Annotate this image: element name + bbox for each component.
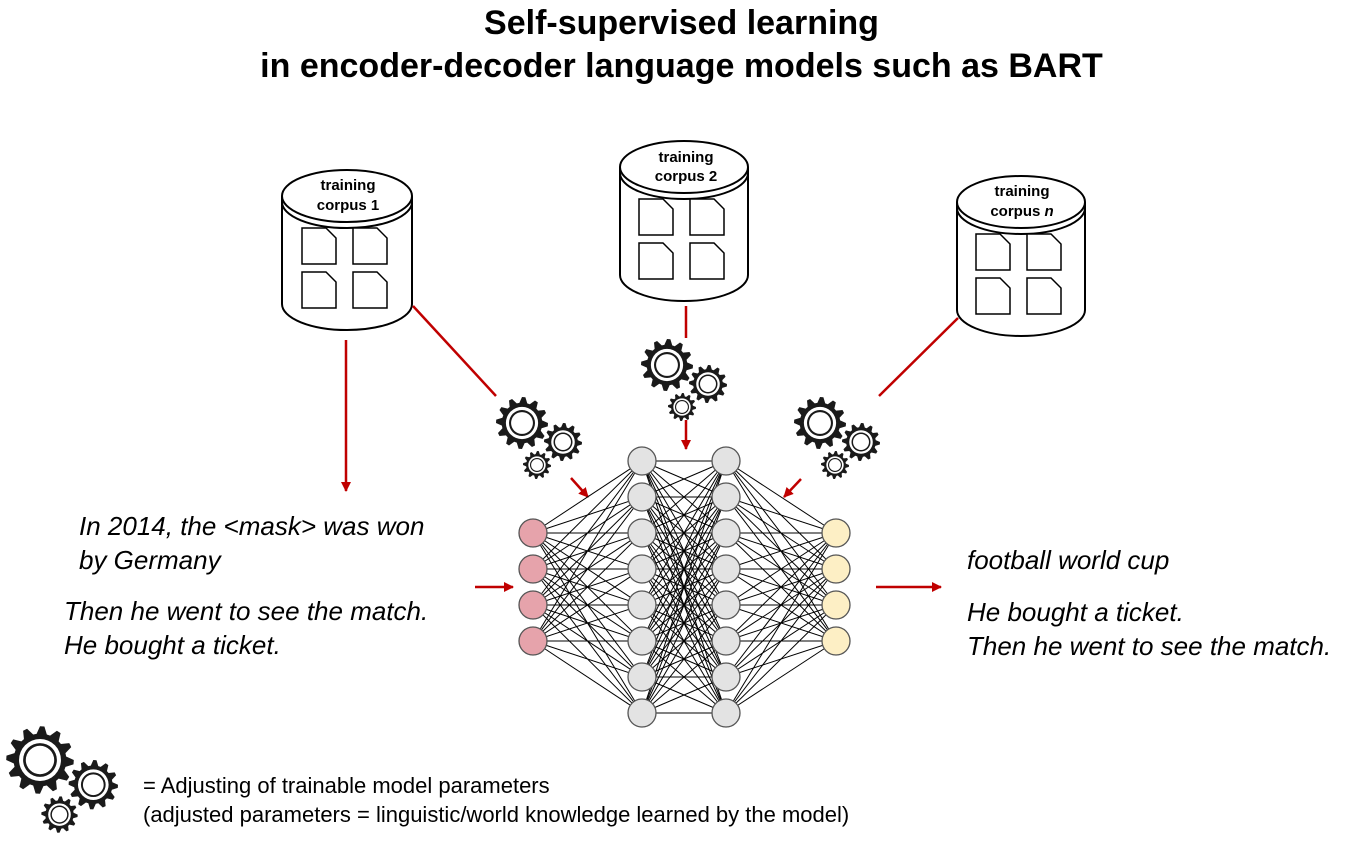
hidden-node (627, 590, 657, 620)
hidden-node (627, 554, 657, 584)
corpus-2-label-line2: corpus 2 (655, 168, 718, 185)
output-node (821, 626, 851, 656)
diagram-title-line2: in encoder-decoder language models such … (260, 47, 1103, 85)
output-node (821, 518, 851, 548)
hidden-node (627, 662, 657, 692)
document-icon (352, 271, 388, 309)
hidden-node (711, 446, 741, 476)
hidden-node (627, 446, 657, 476)
document-icon (975, 233, 1011, 271)
input-node (518, 590, 548, 620)
legend-line1: = Adjusting of trainable model parameter… (143, 773, 550, 798)
hidden-node (711, 554, 741, 584)
document-icon (301, 271, 337, 309)
legend-gears-icon (6, 726, 118, 833)
document-icon (975, 277, 1011, 315)
corpus-1-label-line1: training (321, 177, 376, 194)
hidden-node (711, 626, 741, 656)
training-corpus-1-database-icon (281, 169, 413, 331)
neural-network-nodes (518, 446, 851, 728)
input-example-1-line2: by Germany (79, 545, 221, 575)
diagram-title-line1: Self-supervised learning (484, 4, 879, 42)
training-corpus-n-database-icon (956, 175, 1086, 337)
document-icon (352, 227, 388, 265)
corpus-n-label-line2: corpus n (990, 203, 1053, 220)
document-icon (1026, 233, 1062, 271)
document-icon (301, 227, 337, 265)
input-node (518, 626, 548, 656)
hidden-node (627, 482, 657, 512)
hidden-node (627, 518, 657, 548)
gears-icon (794, 397, 880, 479)
output-example-2-line2: Then he went to see the match. (967, 631, 1332, 661)
document-icon (1026, 277, 1062, 315)
legend-line2: (adjusted parameters = linguistic/world … (143, 802, 850, 827)
input-example-2-line2: He bought a ticket. (64, 630, 281, 660)
hidden-node (627, 626, 657, 656)
hidden-node (711, 590, 741, 620)
input-node (518, 518, 548, 548)
corpus-n-label-line1: training (995, 183, 1050, 200)
corpus-n-label-prefix: corpus (990, 203, 1044, 220)
output-node (821, 554, 851, 584)
hidden-node (711, 698, 741, 728)
input-example-2-line1: Then he went to see the match. (64, 596, 429, 626)
corpus-n-label-italic: n (1045, 203, 1054, 220)
hidden-node (711, 518, 741, 548)
input-example-1-line1: In 2014, the <mask> was won (79, 511, 425, 541)
document-icon (638, 242, 674, 280)
corpus-1-label-line2: corpus 1 (317, 197, 380, 214)
hidden-node (711, 662, 741, 692)
hidden-node (711, 482, 741, 512)
gears-icon (641, 339, 727, 421)
input-node (518, 554, 548, 584)
output-example-2-line1: He bought a ticket. (967, 597, 1184, 627)
output-example-1-line1: football world cup (967, 545, 1170, 575)
gears-1-to-network-arrow (570, 477, 589, 498)
hidden-node (627, 698, 657, 728)
corpus-1-to-gears-line (412, 305, 497, 397)
document-icon (689, 198, 725, 236)
corpus-2-label-line1: training (659, 149, 714, 166)
training-corpus-2-database-icon (619, 140, 749, 302)
document-icon (689, 242, 725, 280)
output-node (821, 590, 851, 620)
corpus-n-to-gears-line (878, 317, 959, 397)
gears-n-to-network-arrow (783, 478, 802, 498)
neural-network-connections (532, 460, 837, 714)
gears-icon (496, 397, 582, 479)
document-icon (638, 198, 674, 236)
